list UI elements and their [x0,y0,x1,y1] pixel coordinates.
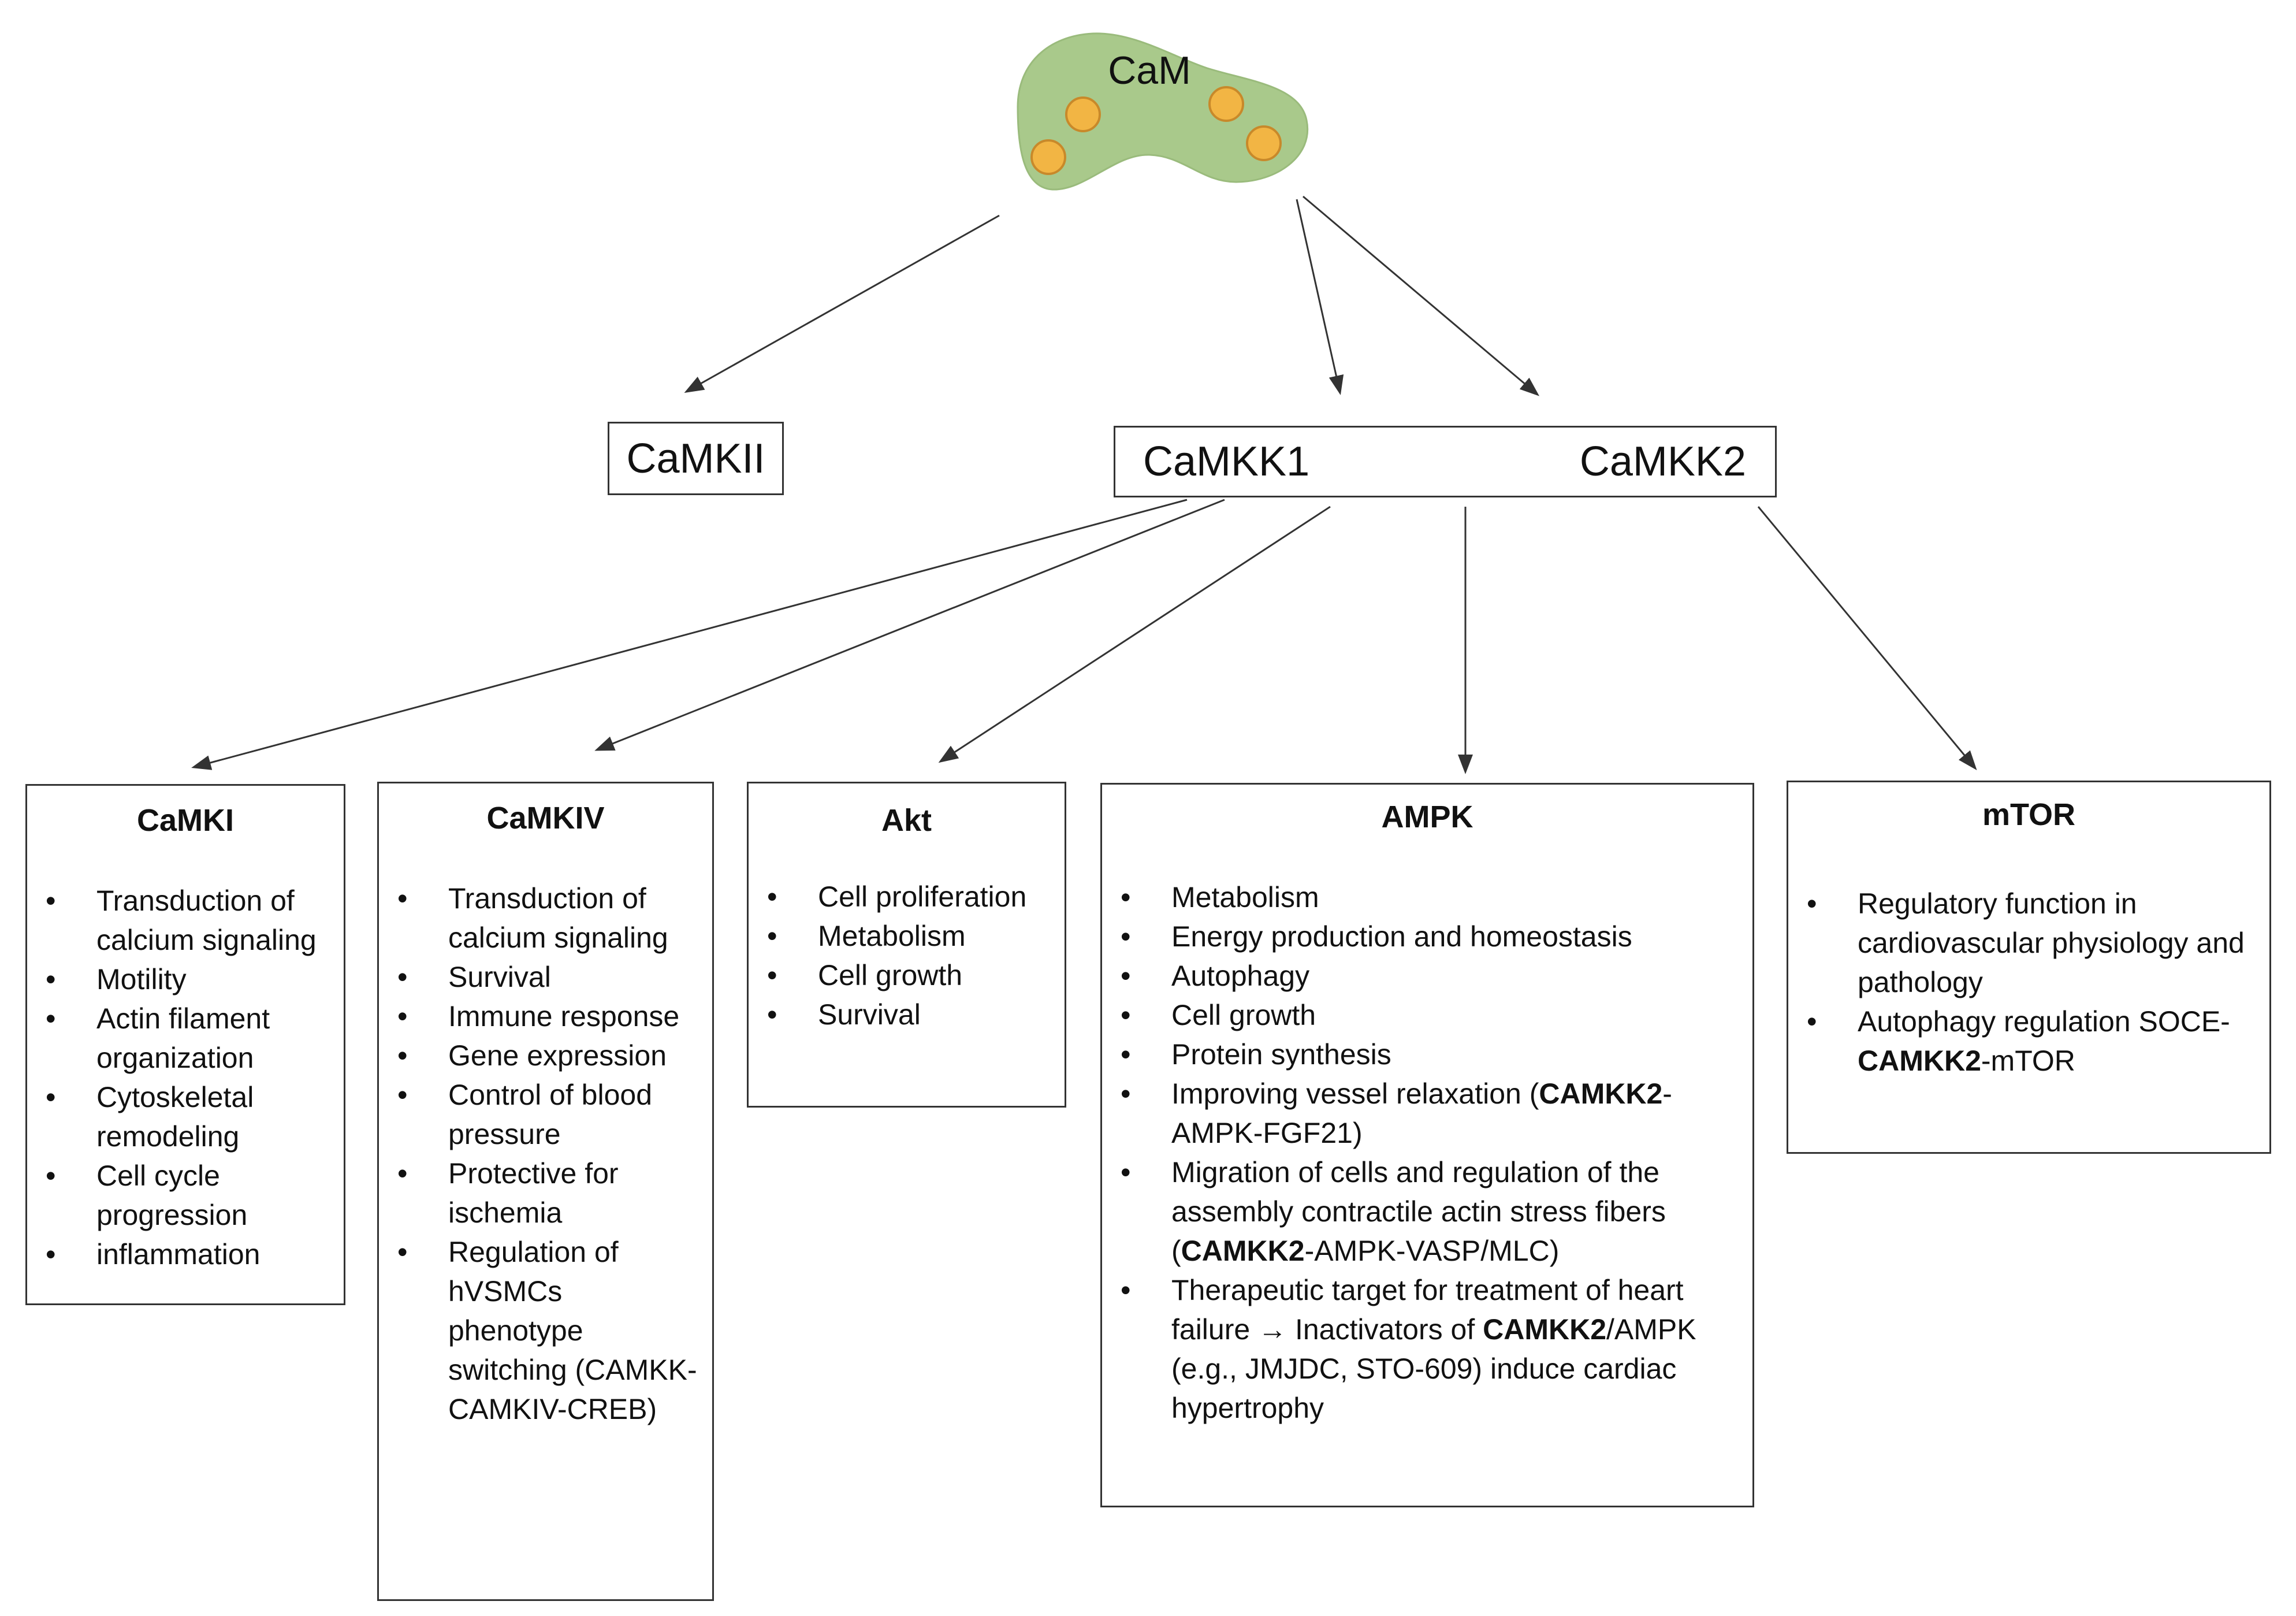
function-item: Cell proliferation [767,877,1053,916]
arrow-camkk-to-akt [938,506,1331,763]
gene-highlight: CAMKK2 [1181,1235,1305,1267]
gene-highlight: CAMKK2 [1858,1045,1981,1077]
camkii-box: CaMKII [608,422,784,495]
mtor-box: mTOR Regulatory function in cardiovascul… [1787,781,2271,1154]
function-item: Survival [767,995,1053,1034]
function-item: Survival [397,957,701,997]
camkiv-box: CaMKIV Transduction of calcium signaling… [377,782,714,1601]
gene-highlight: CAMKK2 [1483,1313,1607,1346]
calcium-bead [1030,139,1066,175]
arrow-cam-to-camkii [684,214,1000,393]
calmodulin-shape [1017,32,1309,191]
camki-box: CaMKI Transduction of calcium signalingM… [25,784,345,1305]
function-item: Motility [46,960,332,999]
function-item: Transduction of calcium signaling [46,881,332,960]
calcium-bead [1246,125,1282,161]
function-item: Cell growth [767,956,1053,995]
akt-box: Akt Cell proliferationMetabolismCell gro… [747,782,1066,1108]
camki-function-list: Transduction of calcium signalingMotilit… [39,881,332,1274]
camkk2-label: CaMKK2 [1579,439,1746,485]
function-item: Autophagy [1121,956,1741,995]
ampk-title: AMPK [1381,800,1473,834]
function-item: Metabolism [1121,878,1741,917]
calmodulin-label: CaM [1108,49,1191,92]
mtor-function-list: Regulatory function in cardiovascular ph… [1800,884,2258,1080]
function-item: Gene expression [397,1036,701,1075]
function-item: inflammation [46,1235,332,1274]
function-item: Transduction of calcium signaling [397,879,701,957]
function-item: Cell cycle progression [46,1156,332,1235]
function-item: Regulation of hVSMCs phenotype switching… [397,1232,701,1429]
function-item: Protein synthesis [1121,1035,1741,1074]
function-item: Immune response [397,997,701,1036]
camkiv-function-list: Transduction of calcium signalingSurviva… [390,879,701,1429]
mtor-title: mTOR [1982,797,2076,832]
calmodulin [1017,32,1309,191]
ampk-function-list: MetabolismEnergy production and homeosta… [1114,878,1741,1428]
camkk1-label: CaMKK1 [1143,439,1310,485]
function-item: Regulatory function in cardiovascular ph… [1807,884,2258,1002]
camki-title: CaMKI [136,803,234,838]
function-item: Cell growth [1121,995,1741,1035]
camkk-box: CaMKK1 CaMKK2 [1114,426,1777,497]
arrow-cam-to-camkk2 [1303,195,1540,396]
function-item: Metabolism [767,916,1053,956]
calcium-bead [1065,96,1101,132]
ampk-box: AMPK MetabolismEnergy production and hom… [1100,783,1754,1507]
function-item: Energy production and homeostasis [1121,917,1741,956]
arrow-cam-to-camkk1 [1296,199,1344,395]
akt-title: Akt [881,803,932,838]
arrow-camkk-to-camki [191,499,1188,770]
function-item: Migration of cells and regulation of the… [1121,1153,1741,1270]
function-item: Autophagy regulation SOCE-CAMKK2-mTOR [1807,1002,2258,1080]
function-item: Protective for ischemia [397,1154,701,1232]
arrow-camkk-to-camkiv [594,499,1225,751]
function-item: Actin filament organization [46,999,332,1078]
camkii-label: CaMKII [626,435,765,482]
function-item: Improving vessel relaxation (CAMKK2-AMPK… [1121,1074,1741,1153]
calcium-bead [1208,86,1244,122]
arrows [191,195,1977,774]
arrow-camkk-to-mtor [1757,506,1977,771]
function-item: Cytoskeletal remodeling [46,1078,332,1156]
gene-highlight: CAMKK2 [1539,1078,1663,1110]
function-item: Therapeutic target for treatment of hear… [1121,1270,1741,1428]
akt-function-list: Cell proliferationMetabolismCell growthS… [760,877,1053,1034]
camkiv-title: CaMKIV [486,801,605,835]
function-item: Control of blood pressure [397,1075,701,1154]
